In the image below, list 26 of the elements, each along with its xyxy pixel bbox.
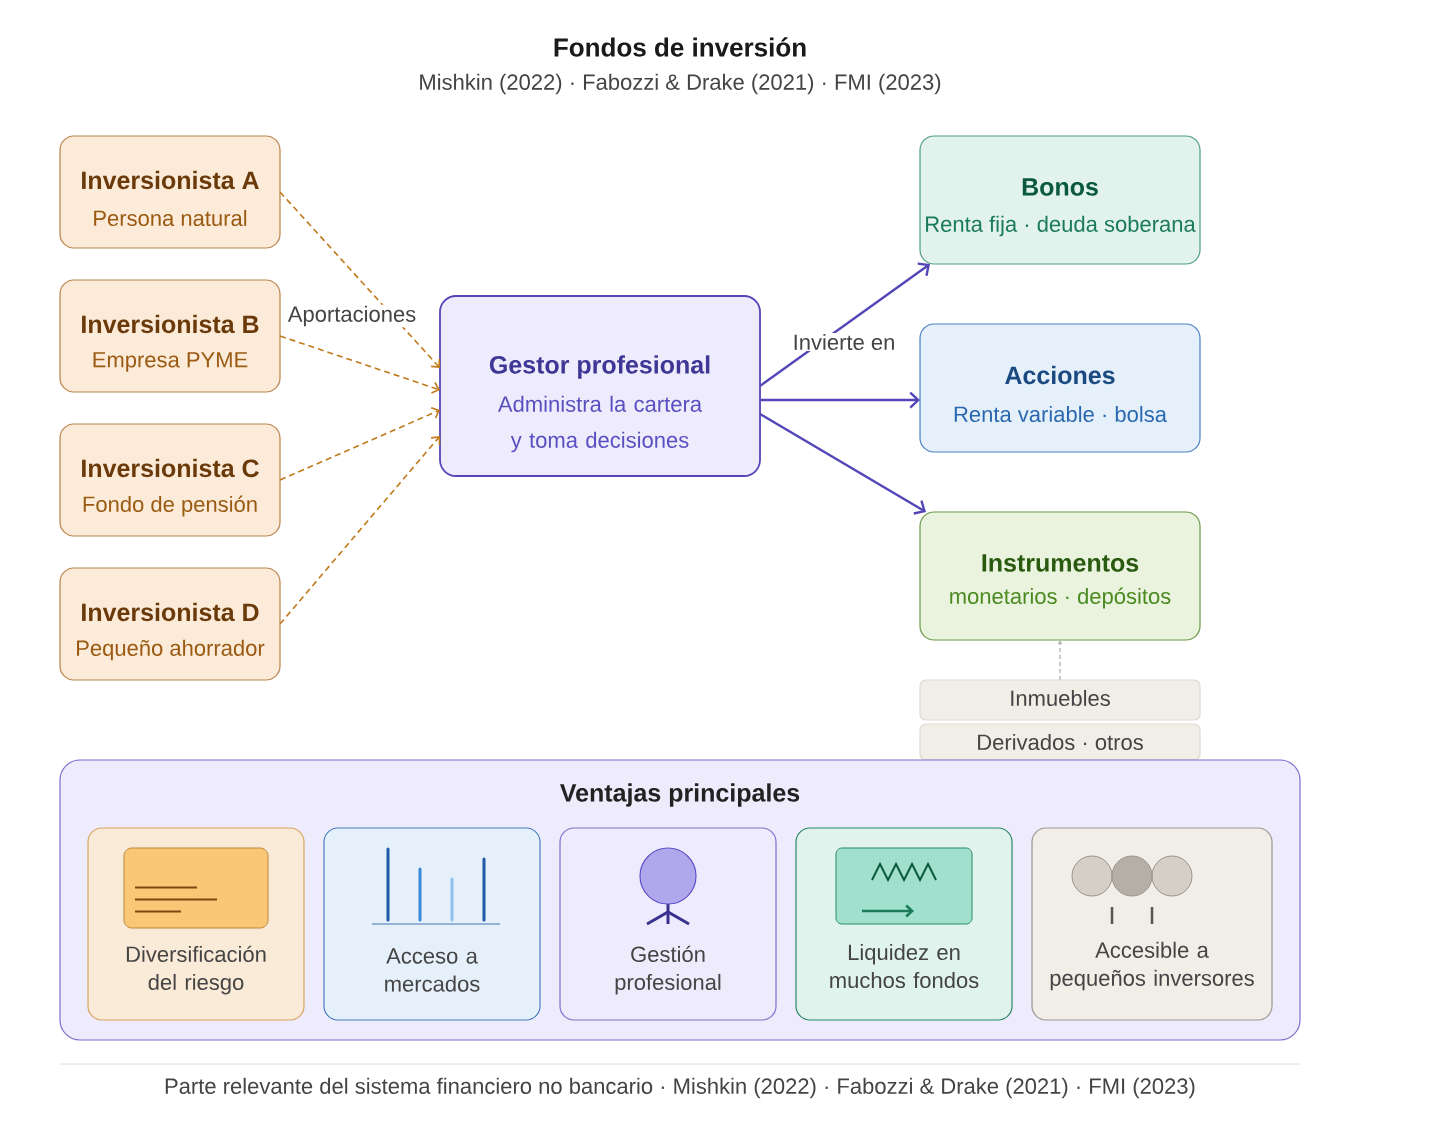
edge-label: Invierte en [791,332,897,352]
investor-box: Inversionista C Fondo de pensión [59,423,281,537]
subtitle: Mishkin (2022) · Fabozzi & Drake (2021) · FMI (2023) [420,73,941,95]
dashed-arrow [279,335,440,394]
caption: Parte relevante del sistema financiero no bancario · Mishkin (2022) · Fabozzi & Drake (2021) · FMI (2023) [165,1077,1195,1099]
asset-box: Acciones Renta variable · bolsa [919,323,1201,453]
dashed-arrow [279,191,441,368]
investor-box: Inversionista D Pequeño ahorrador [59,567,281,681]
investor-box: Inversionista A Persona natural [59,135,281,249]
feature-card: Accesible a pequeños inversores [1031,827,1273,1021]
feature-card: Acceso a mercados [323,827,541,1021]
dashed-arrow [1058,640,1062,681]
asset-box: Bonos Renta fija · deuda soberana [919,135,1201,265]
arrow [759,262,930,387]
manager-box: Gestor profesional Administra la cartera y toma decisiones [439,295,761,477]
asset-tag: Derivados · otros [919,723,1201,761]
investor-box: Inversionista B Empresa PYME [59,279,281,393]
feature-card: Gestión profesional [559,827,777,1021]
asset-tag: Inmuebles [919,679,1201,721]
asset-box: Instrumentos monetarios · depósitos [919,511,1201,641]
edge-label: Aportaciones [286,304,418,328]
arrow [759,412,926,515]
arrow [760,391,920,409]
dashed-arrow [279,407,440,481]
title: Fondos de inversión [554,37,806,57]
dashed-arrow [279,436,441,625]
